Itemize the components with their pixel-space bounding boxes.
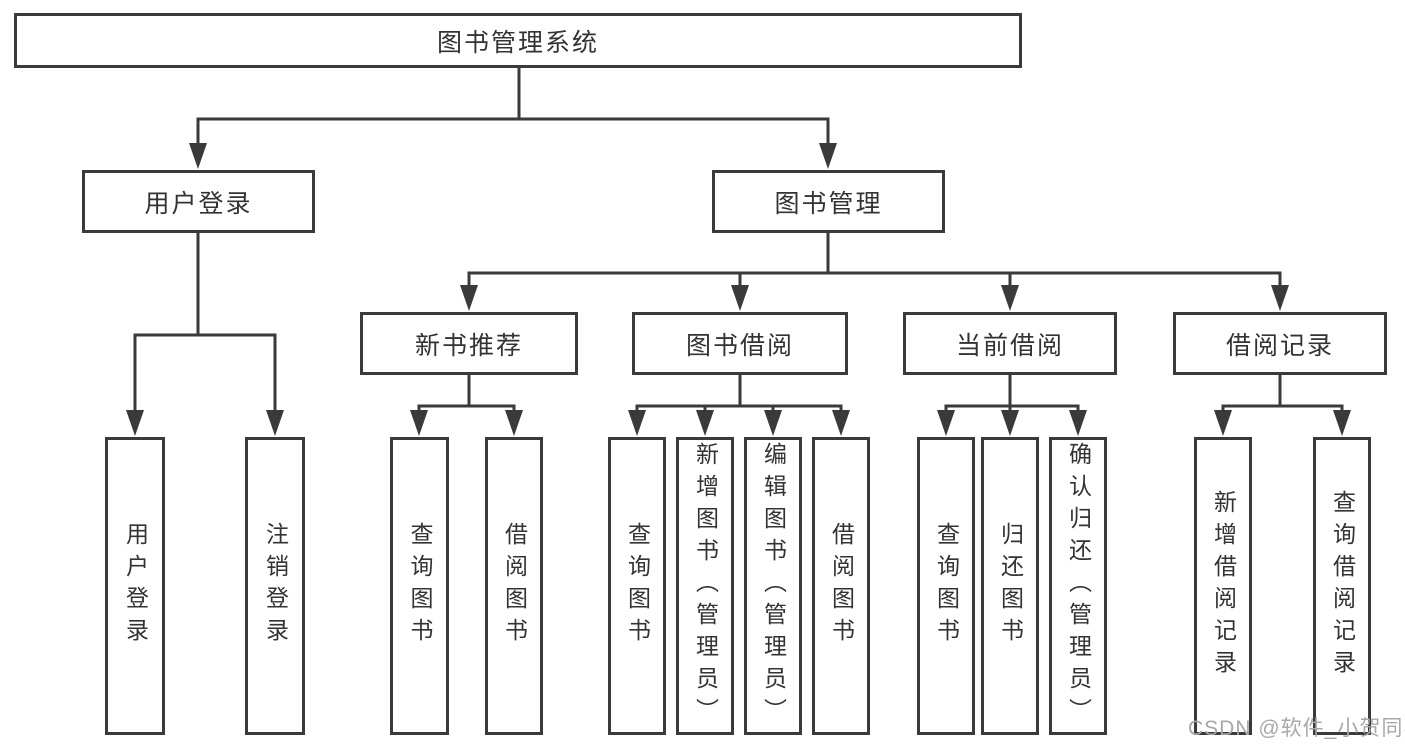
leaf-query-borrow-record: 查询借阅记录 [1313,437,1371,735]
node-user-login: 用户登录 [82,170,315,233]
leaf-return-book-label: 归还图书 [997,522,1024,650]
leaf-add-borrow-record: 新增借阅记录 [1194,437,1252,735]
arrowhead-icon [126,410,144,436]
arrowhead-icon [764,410,782,436]
leaf-recommend-borrow-book: 借阅图书 [485,437,543,735]
arrowhead-icon [819,143,837,169]
arrowheads [126,143,1351,436]
arrowhead-icon [189,143,207,169]
arrowhead-icon [266,410,284,436]
arrowhead-icon [628,410,646,436]
node-root: 图书管理系统 [14,13,1022,68]
node-current-borrowing-label: 当前借阅 [955,331,1064,360]
arrowhead-icon [696,410,714,436]
arrowhead-icon [460,285,478,311]
leaf-add-borrow-record-label: 新增借阅记录 [1210,490,1237,682]
arrowhead-icon [832,410,850,436]
leaf-borrowing-query-book-label: 查询图书 [624,522,651,650]
leaf-confirm-return-admin-label: 确认归还（管理员） [1065,442,1092,730]
node-book-borrowing: 图书借阅 [632,312,848,375]
leaf-logout: 注销登录 [245,437,305,735]
node-new-book-recommend-label: 新书推荐 [414,331,523,360]
leaf-borrow-book: 借阅图书 [812,437,870,735]
leaf-recommend-query-book-label: 查询图书 [407,522,433,650]
csdn-watermark: CSDN @软件_小贺同学 [1188,717,1405,740]
node-book-management: 图书管理 [712,170,945,233]
leaf-borrow-book-label: 借阅图书 [828,522,855,650]
leaf-query-borrow-record-label: 查询借阅记录 [1329,490,1356,682]
leaf-current-query-book: 查询图书 [917,437,975,735]
tree-edges [133,68,1344,413]
leaf-user-login-label: 用户登录 [122,522,149,650]
node-borrowing-records: 借阅记录 [1173,312,1387,375]
arrowhead-icon [1069,410,1087,436]
arrowhead-icon [937,410,955,436]
leaf-confirm-return-admin: 确认归还（管理员） [1049,437,1107,735]
leaf-add-book-admin-label: 新增图书（管理员） [692,442,719,730]
node-borrowing-records-label: 借阅记录 [1225,331,1334,360]
leaf-logout-label: 注销登录 [262,522,289,650]
arrowhead-icon [505,410,523,436]
node-new-book-recommend: 新书推荐 [360,312,578,375]
arrowhead-icon [1214,410,1232,436]
leaf-borrowing-query-book: 查询图书 [608,437,666,735]
leaf-recommend-borrow-book-label: 借阅图书 [501,522,528,650]
node-root-label: 图书管理系统 [436,28,599,57]
leaf-current-query-book-label: 查询图书 [933,522,960,650]
leaf-edit-book-admin: 编辑图书（管理员） [744,437,802,735]
leaf-add-book-admin: 新增图书（管理员） [676,437,734,735]
leaf-return-book: 归还图书 [981,437,1039,735]
arrowhead-icon [731,285,749,311]
arrowhead-icon [1271,285,1289,311]
node-user-login-label: 用户登录 [144,189,253,218]
leaf-edit-book-admin-label: 编辑图书（管理员） [760,442,787,730]
leaf-user-login: 用户登录 [105,437,165,735]
node-book-borrowing-label: 图书借阅 [685,331,794,360]
node-current-borrowing: 当前借阅 [903,312,1117,375]
leaf-recommend-query-book: 查询图书 [390,437,449,735]
arrowhead-icon [1333,410,1351,436]
arrowhead-icon [410,410,428,436]
node-book-management-label: 图书管理 [774,189,883,218]
arrowhead-icon [1001,285,1019,311]
arrowhead-icon [1001,410,1019,436]
